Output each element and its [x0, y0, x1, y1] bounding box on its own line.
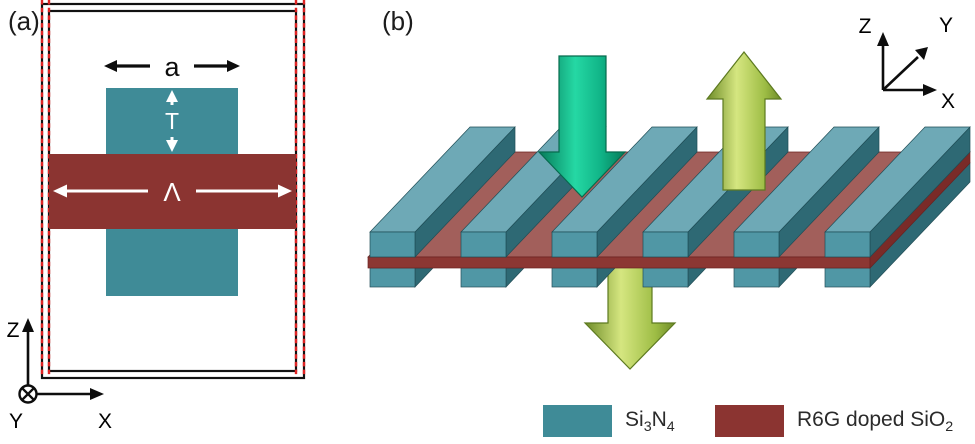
dim-a-arrow: [104, 60, 240, 72]
legend-text: Si: [625, 408, 644, 431]
legend-sub: 3: [643, 419, 652, 436]
si3n4-bar: [551, 126, 698, 258]
axis-z-label: Z: [859, 15, 872, 38]
r6g-slab-front: [367, 256, 871, 269]
dim-lambda-label: Λ: [163, 177, 181, 207]
legend-text: R6G doped SiO: [797, 408, 946, 431]
dim-a-label: a: [164, 52, 180, 82]
panel-a-schematic: a T Λ: [7, 0, 306, 433]
si3n4-bar: [824, 126, 971, 258]
si3n4-bar: [733, 126, 880, 258]
incident-light-arrow: [537, 55, 627, 198]
bottom-grating: [369, 162, 971, 288]
panel-b-3d-grating: Z Y X: [367, 14, 971, 370]
dim-T-label: T: [165, 108, 179, 134]
legend-swatch-si3n4: [543, 405, 612, 437]
axis-y-arrow: [882, 56, 919, 91]
axis-x-label: X: [941, 90, 955, 113]
y-into-page-icon: [18, 384, 38, 404]
legend-sub: 2: [945, 419, 954, 436]
legend-sub: 4: [666, 419, 675, 436]
panel-a-label: (a): [8, 6, 40, 36]
panel-b-label: (b): [382, 6, 414, 36]
legend-swatch-r6g: [715, 405, 784, 437]
emitted-light-up-arrow: [705, 51, 783, 191]
panel-b-axes: Z Y X: [859, 14, 955, 113]
dim-T-arrows: [166, 90, 178, 152]
panel-a-axes: Z Y X: [7, 318, 112, 433]
axis-x-label: X: [98, 410, 112, 433]
si3n4-bar: [369, 126, 516, 258]
axis-y-label: Y: [939, 14, 953, 37]
dim-lambda-arrow: [53, 184, 292, 198]
axis-z-label: Z: [7, 319, 20, 342]
legend-label-r6g: R6G doped SiO2: [797, 403, 953, 444]
unit-cell-border-outer: [40, 2, 306, 380]
axis-y-label: Y: [9, 410, 23, 433]
legend-text: N: [651, 408, 667, 431]
legend-label-si3n4: Si3N4: [625, 403, 675, 444]
